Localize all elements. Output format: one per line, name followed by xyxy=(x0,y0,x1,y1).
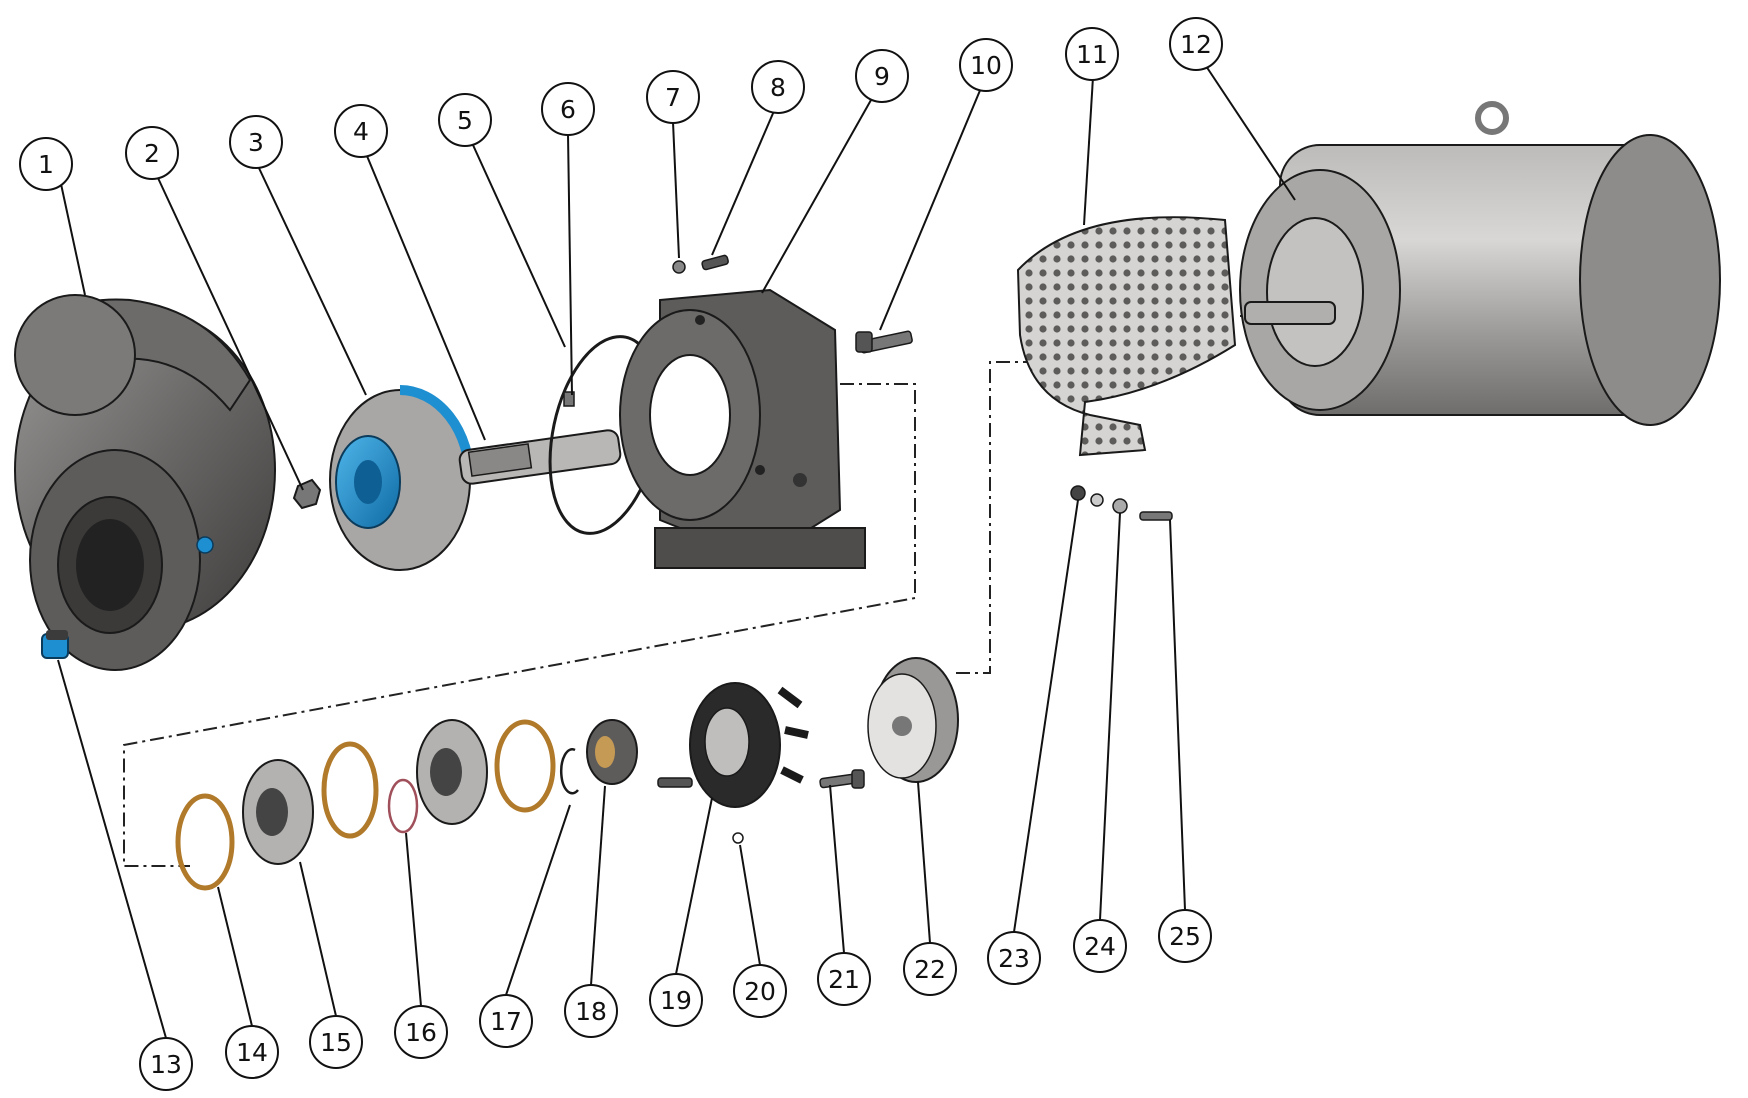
drain-plug xyxy=(41,630,69,659)
svg-text:25: 25 xyxy=(1169,922,1201,951)
retaining-ring xyxy=(559,748,579,795)
callout-8: 8 xyxy=(751,60,805,114)
svg-text:20: 20 xyxy=(744,977,776,1006)
callout-19: 19 xyxy=(649,973,703,1027)
svg-text:16: 16 xyxy=(405,1018,437,1047)
svg-text:9: 9 xyxy=(874,62,890,91)
svg-text:23: 23 xyxy=(998,944,1030,973)
impeller xyxy=(329,385,475,571)
callout-17: 17 xyxy=(479,994,533,1048)
svg-text:24: 24 xyxy=(1084,932,1116,961)
callout-23: 23 xyxy=(987,931,1041,985)
svg-text:11: 11 xyxy=(1076,40,1108,69)
svg-text:5: 5 xyxy=(457,106,473,135)
bolt-21 xyxy=(819,769,865,789)
svg-text:3: 3 xyxy=(248,128,264,157)
gasket-14 xyxy=(175,793,235,891)
callout-20: 20 xyxy=(733,964,787,1018)
adapter-bracket xyxy=(619,288,866,569)
svg-text:19: 19 xyxy=(660,986,692,1015)
cap-screw xyxy=(855,330,913,354)
gasket-19 xyxy=(494,719,556,813)
callout-22: 22 xyxy=(903,942,957,996)
callout-7: 7 xyxy=(646,70,700,124)
svg-text:21: 21 xyxy=(828,965,860,994)
callout-13: 13 xyxy=(139,1037,193,1091)
callout-4: 4 xyxy=(334,104,388,158)
svg-text:15: 15 xyxy=(320,1028,352,1057)
svg-text:22: 22 xyxy=(914,955,946,984)
svg-text:18: 18 xyxy=(575,997,607,1026)
callout-3: 3 xyxy=(229,115,283,169)
callout-25: 25 xyxy=(1158,909,1212,963)
bearing-18 xyxy=(416,719,488,825)
nut-23 xyxy=(1070,485,1086,501)
callout-5: 5 xyxy=(438,93,492,147)
coupling-guard xyxy=(1016,216,1237,457)
lock-washer xyxy=(672,260,686,274)
electric-motor xyxy=(1239,101,1721,426)
svg-text:4: 4 xyxy=(353,117,369,146)
callout-11: 11 xyxy=(1065,27,1119,81)
callout-16: 16 xyxy=(394,1005,448,1059)
callout-2: 2 xyxy=(125,126,179,180)
svg-text:12: 12 xyxy=(1180,30,1212,59)
washer-small xyxy=(1090,493,1104,507)
shaft xyxy=(458,429,622,485)
pump-casing xyxy=(14,294,276,671)
callout-6: 6 xyxy=(541,82,595,136)
svg-text:6: 6 xyxy=(560,95,576,124)
leader-lines xyxy=(57,65,1296,1039)
callout-9: 9 xyxy=(855,49,909,103)
fan-22 xyxy=(867,657,959,783)
callout-18: 18 xyxy=(564,984,618,1038)
impeller-nut xyxy=(292,478,322,510)
svg-text:10: 10 xyxy=(970,51,1002,80)
callout-14: 14 xyxy=(225,1025,279,1079)
svg-text:7: 7 xyxy=(665,83,681,112)
callout-12: 12 xyxy=(1169,17,1223,71)
svg-text:14: 14 xyxy=(236,1038,268,1067)
callouts: 1 2 3 4 5 6 7 8 9 10 11 12 13 14 15 16 1… xyxy=(19,17,1223,1091)
o-ring-17 xyxy=(387,778,419,834)
fan-hub xyxy=(689,682,809,808)
bolt-25 xyxy=(1139,511,1173,521)
svg-text:1: 1 xyxy=(38,150,54,179)
svg-text:8: 8 xyxy=(770,73,786,102)
small-bolt xyxy=(701,254,729,271)
seal-sleeve xyxy=(586,719,638,785)
washer-24 xyxy=(1112,498,1128,514)
gasket-16 xyxy=(321,741,379,839)
callout-1: 1 xyxy=(19,137,73,191)
callout-21: 21 xyxy=(817,952,871,1006)
callout-15: 15 xyxy=(309,1015,363,1069)
shaft-key xyxy=(563,391,575,407)
set-screw-20 xyxy=(732,832,744,844)
svg-text:2: 2 xyxy=(144,139,160,168)
callout-24: 24 xyxy=(1073,919,1127,973)
svg-text:13: 13 xyxy=(150,1050,182,1079)
stud-bolt xyxy=(657,777,693,788)
callout-10: 10 xyxy=(959,38,1013,92)
svg-text:17: 17 xyxy=(490,1007,522,1036)
bearing-15 xyxy=(242,759,314,865)
